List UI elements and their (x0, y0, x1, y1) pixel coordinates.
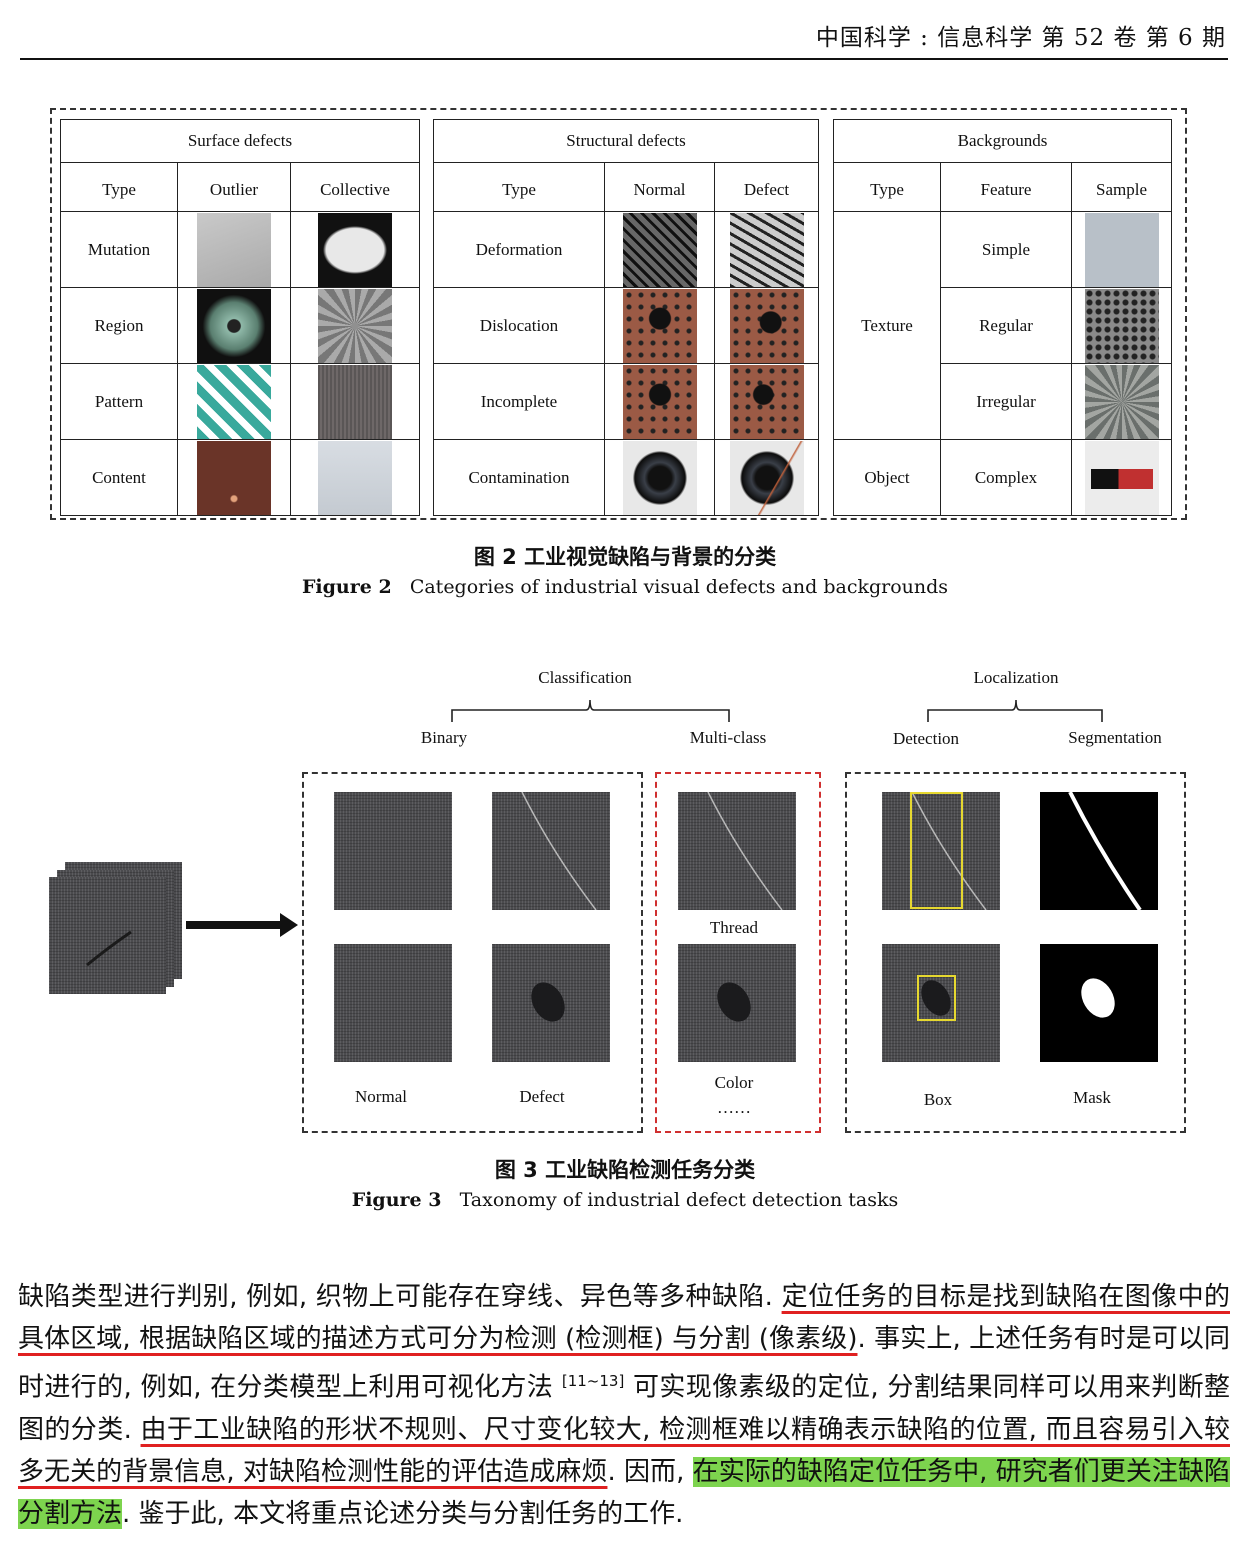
region-collective-image (318, 289, 392, 363)
col-type: Type (61, 163, 178, 212)
detection-image-2 (882, 944, 1000, 1062)
figure2-caption-en: Figure 2 Categories of industrial visual… (0, 576, 1250, 598)
region-outlier-image (197, 289, 271, 363)
pattern-collective-image (318, 365, 392, 439)
input-image-front (49, 877, 166, 994)
body-paragraph: 缺陷类型进行判别, 例如, 织物上可能存在穿线、异色等多种缺陷. 定位任务的目标… (18, 1276, 1230, 1535)
figure2-caption-cn: 图 2 工业视觉缺陷与背景的分类 (0, 541, 1250, 571)
contamination-defect-image (730, 441, 804, 515)
content-outlier-image (197, 441, 271, 515)
row-pattern: Pattern (61, 364, 178, 440)
col-collective: Collective (291, 163, 420, 212)
content-collective-image (318, 441, 392, 515)
row-region: Region (61, 288, 178, 364)
figure2-caption-text: Categories of industrial visual defects … (410, 576, 948, 598)
row-incomplete: Incomplete (434, 364, 605, 440)
complex-sample-image (1085, 441, 1159, 515)
figure3-caption-text: Taxonomy of industrial defect detection … (460, 1189, 899, 1211)
col-outlier: Outlier (178, 163, 291, 212)
defect-label: Defect (482, 1087, 602, 1107)
type-object: Object (834, 440, 941, 516)
row-mutation: Mutation (61, 212, 178, 288)
box-label: Box (878, 1090, 998, 1110)
localization-label: Localization (916, 668, 1116, 688)
color-image (678, 944, 796, 1062)
segmentation-mask-1 (1040, 792, 1158, 910)
figure3-caption-en: Figure 3 Taxonomy of industrial defect d… (0, 1189, 1250, 1211)
color-label: Color (674, 1073, 794, 1093)
body-text-5: . 鉴于此, 本文将重点论述分类与分割任务的工作. (122, 1499, 683, 1529)
row-contamination: Contamination (434, 440, 605, 516)
col-type: Type (434, 163, 605, 212)
journal-name: 中国科学 : 信息科学 第 52 卷 第 6 期 (816, 18, 1226, 52)
binary-label: Binary (384, 728, 504, 748)
col-defect: Defect (715, 163, 819, 212)
deformation-defect-image (730, 213, 804, 287)
feature-regular: Regular (941, 288, 1072, 364)
binary-normal-image-2 (334, 944, 452, 1062)
simple-sample-image (1085, 213, 1159, 287)
figure3-caption-cn: 图 3 工业缺陷检测任务分类 (0, 1154, 1250, 1184)
feature-complex: Complex (941, 440, 1072, 516)
incomplete-defect-image (730, 365, 804, 439)
feature-simple: Simple (941, 212, 1072, 288)
col-feature: Feature (941, 163, 1072, 212)
dislocation-defect-image (730, 289, 804, 363)
body-text-1: 缺陷类型进行判别, 例如, 织物上可能存在穿线、异色等多种缺陷. (18, 1282, 782, 1312)
backgrounds-title: Backgrounds (834, 120, 1172, 163)
pattern-outlier-image (197, 365, 271, 439)
body-text-4: . 因而, (607, 1457, 692, 1487)
surface-title: Surface defects (61, 120, 420, 163)
arrow-icon (186, 913, 298, 937)
citation-ref[interactable]: [11~13] (562, 1372, 624, 1390)
surface-defects-table: Surface defects Type Outlier Collective … (60, 119, 420, 516)
deformation-normal-image (623, 213, 697, 287)
binary-normal-image-1 (334, 792, 452, 910)
binary-defect-image-2 (492, 944, 610, 1062)
journal-header: 中国科学 : 信息科学 第 52 卷 第 6 期 (20, 0, 1228, 60)
feature-irregular: Irregular (941, 364, 1072, 440)
figure2-label: Figure 2 (302, 576, 392, 598)
row-deformation: Deformation (434, 212, 605, 288)
structural-title: Structural defects (434, 120, 819, 163)
mask-label: Mask (1032, 1088, 1152, 1108)
binary-defect-image-1 (492, 792, 610, 910)
dislocation-normal-image (623, 289, 697, 363)
segmentation-label: Segmentation (1050, 728, 1180, 748)
thread-label: Thread (674, 918, 794, 938)
backgrounds-table: Backgrounds Type Feature Sample Texture … (833, 119, 1172, 516)
figure3-label: Figure 3 (352, 1189, 442, 1211)
mutation-collective-image (318, 213, 392, 287)
multiclass-label: Multi-class (668, 728, 788, 748)
col-sample: Sample (1072, 163, 1172, 212)
normal-label: Normal (321, 1087, 441, 1107)
regular-sample-image (1085, 289, 1159, 363)
classification-label: Classification (485, 668, 685, 688)
detection-image-1 (882, 792, 1000, 910)
more-ellipsis: …… (674, 1098, 794, 1118)
segmentation-mask-2 (1040, 944, 1158, 1062)
type-texture: Texture (834, 212, 941, 440)
row-dislocation: Dislocation (434, 288, 605, 364)
contamination-normal-image (623, 441, 697, 515)
thread-image (678, 792, 796, 910)
structural-defects-table: Structural defects Type Normal Defect De… (433, 119, 819, 516)
col-type: Type (834, 163, 941, 212)
incomplete-normal-image (623, 365, 697, 439)
mutation-outlier-image (197, 213, 271, 287)
row-content: Content (61, 440, 178, 516)
irregular-sample-image (1085, 365, 1159, 439)
detection-label: Detection (866, 729, 986, 749)
col-normal: Normal (605, 163, 715, 212)
